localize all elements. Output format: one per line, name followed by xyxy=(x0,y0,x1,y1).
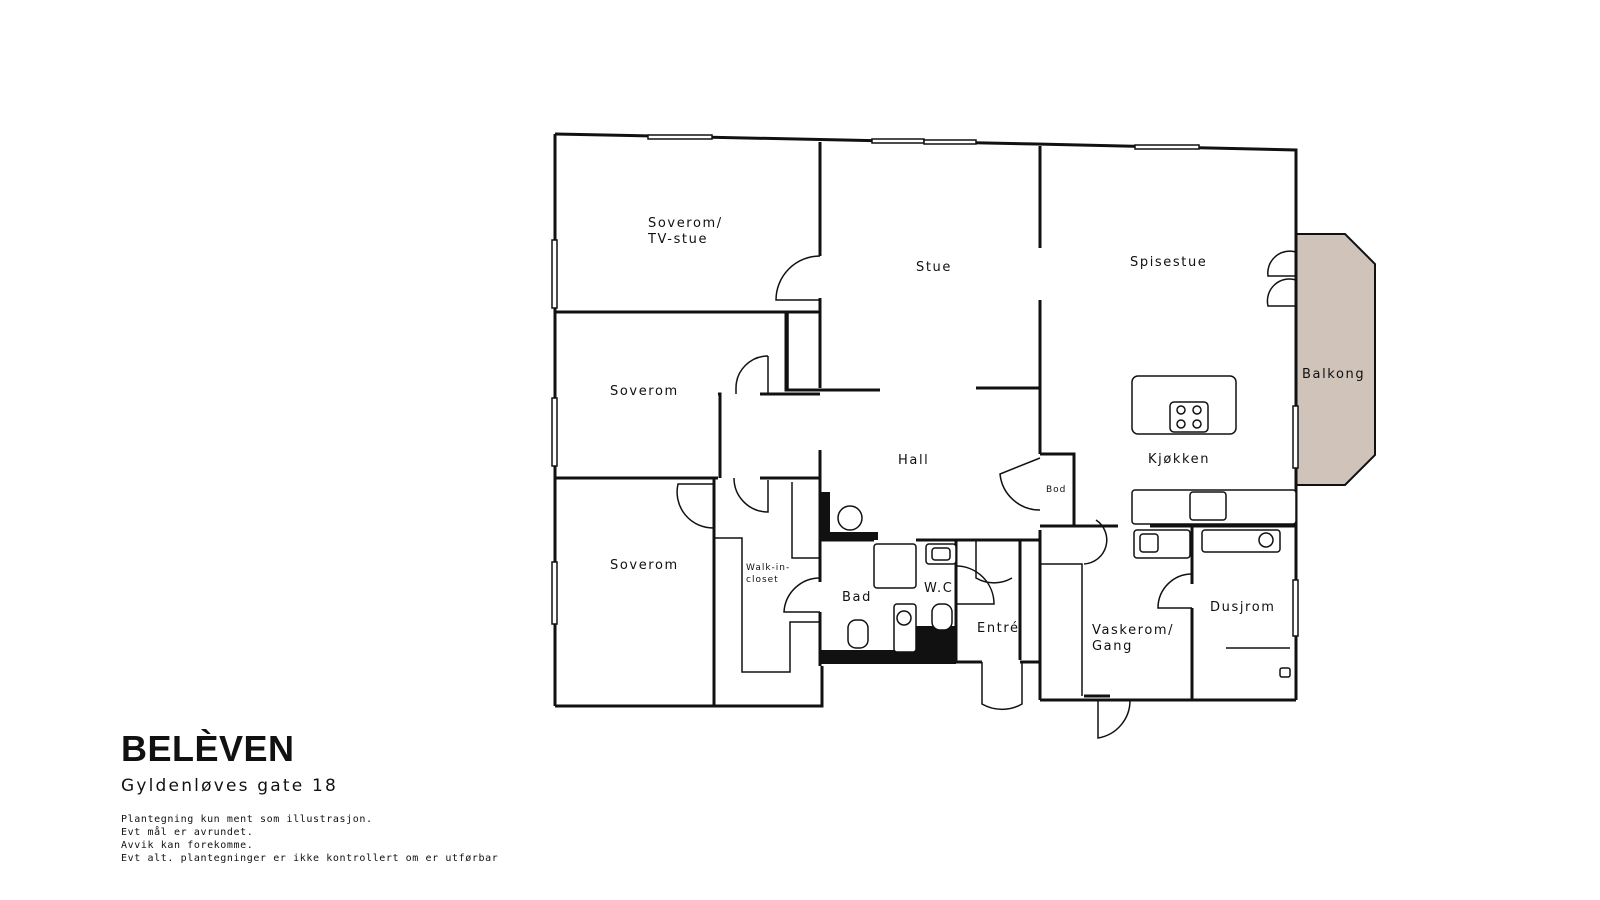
cooktop xyxy=(1169,401,1209,433)
label-balkong: Balkong xyxy=(1302,367,1365,382)
kitchen-sink xyxy=(1189,491,1227,521)
windows xyxy=(551,134,1299,637)
disclaimer-line: Avvik kan forekomme. xyxy=(121,840,254,851)
label-wc: W.C xyxy=(924,581,953,596)
label-walkin-1: Walk-in- xyxy=(746,563,790,573)
label-entre: Entré xyxy=(977,621,1020,636)
balcony xyxy=(1295,233,1376,486)
interior-walls xyxy=(555,142,1296,706)
drain xyxy=(837,505,863,531)
doors xyxy=(676,250,1297,739)
label-dusjrom: Dusjrom xyxy=(1210,600,1276,615)
label-spisestue: Spisestue xyxy=(1130,255,1207,270)
label-vaskerom-2: Gang xyxy=(1092,639,1133,654)
disclaimer-line: Evt mål er avrundet. xyxy=(121,827,254,838)
label-kjokken: Kjøkken xyxy=(1148,452,1210,467)
label-hall: Hall xyxy=(898,453,929,468)
room-labels: Soverom/ TV-stue Stue Spisestue Balkong … xyxy=(610,216,1365,654)
partitions xyxy=(714,312,1290,696)
brand-logo: BELÈVEN xyxy=(121,728,295,769)
bath-shower xyxy=(873,543,917,589)
label-soverom-low: Soverom xyxy=(610,558,679,573)
label-vaskerom-1: Vaskerom/ xyxy=(1092,623,1174,638)
disclaimer: Plantegning kun ment som illustrasjon. E… xyxy=(121,813,498,865)
wc-toilet xyxy=(931,603,953,631)
label-soverom-tv-2: TV-stue xyxy=(647,232,708,247)
label-soverom-mid: Soverom xyxy=(610,384,679,399)
fixtures xyxy=(837,375,1297,678)
disclaimer-line: Plantegning kun ment som illustrasjon. xyxy=(121,814,373,825)
label-stue: Stue xyxy=(916,260,952,275)
label-bad: Bad xyxy=(842,590,872,605)
label-soverom-tv-1: Soverom/ xyxy=(648,216,723,231)
dark-fills xyxy=(820,492,956,664)
bath-toilet xyxy=(847,619,869,649)
label-bod: Bod xyxy=(1046,485,1066,495)
address: Gyldenløves gate 18 xyxy=(121,776,339,796)
disclaimer-line: Evt alt. plantegninger er ikke kontrolle… xyxy=(121,853,499,864)
label-walkin-2: closet xyxy=(746,575,779,585)
